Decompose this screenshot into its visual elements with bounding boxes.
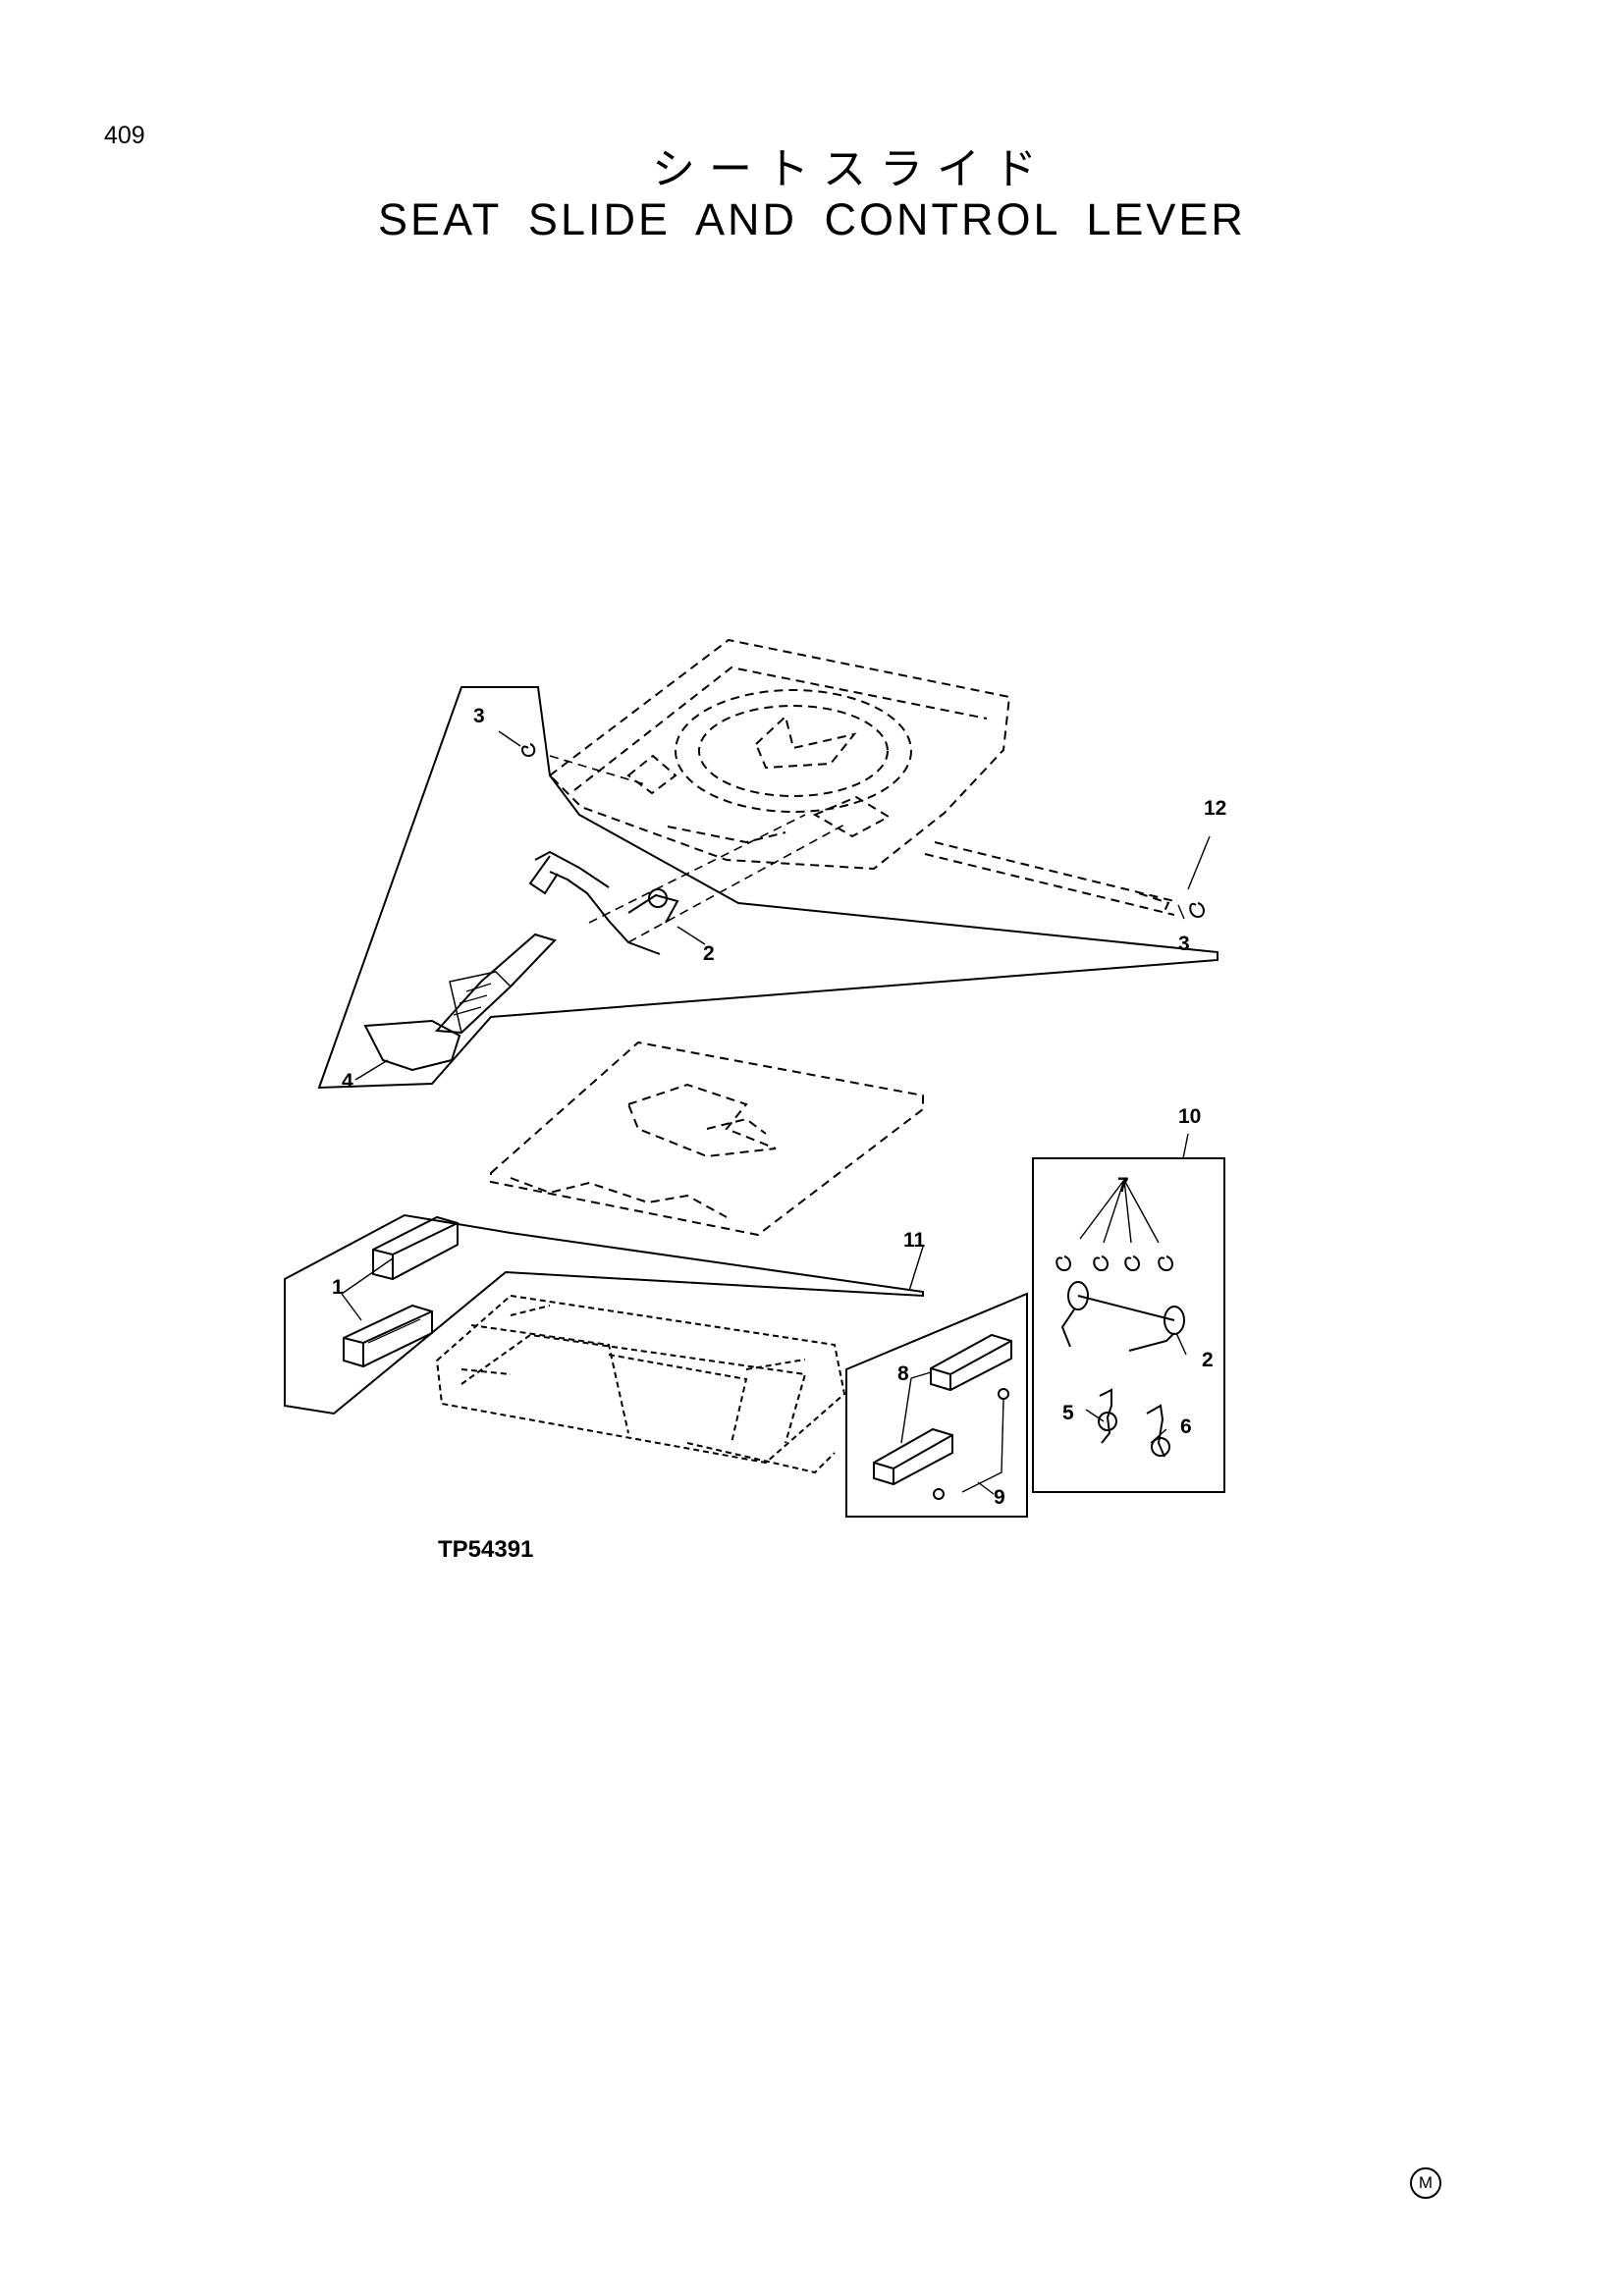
rail-pads — [343, 1215, 459, 1368]
page-title-japanese: シートスライド — [652, 144, 1051, 194]
callout-1: 1 — [332, 1276, 344, 1299]
callout-6: 6 — [1180, 1415, 1192, 1438]
control-lever-parts — [363, 850, 679, 1072]
spring-kit-box — [1032, 1157, 1225, 1493]
callout-10: 10 — [1178, 1105, 1201, 1128]
page-number: 409 — [104, 122, 145, 149]
spring-kit-parts — [1056, 1179, 1185, 1458]
callout-11: 11 — [903, 1229, 926, 1252]
page-title: SEAT SLIDE AND CONTROL LEVER — [378, 194, 1246, 244]
seat-lower-frame — [435, 1294, 846, 1474]
callout-leaders — [341, 730, 1211, 1495]
callout-7: 7 — [1117, 1174, 1129, 1197]
figure-code: TP54391 — [438, 1536, 534, 1563]
slider-group-outline — [845, 1292, 1028, 1518]
callout-8: 8 — [897, 1362, 909, 1385]
callout-4: 4 — [342, 1070, 353, 1093]
seat-slide-upper-frame — [548, 638, 1175, 916]
callout-3-left: 3 — [473, 705, 485, 727]
callout-12: 12 — [1204, 797, 1226, 820]
retaining-clip-right — [1189, 902, 1205, 919]
callout-2-spring: 2 — [1202, 1349, 1214, 1371]
retaining-clip-left — [521, 743, 536, 758]
sliders — [873, 1333, 1012, 1500]
callout-5: 5 — [1062, 1402, 1074, 1424]
rail-pad-group-outline — [284, 1213, 924, 1415]
maker-mark: M — [1410, 2167, 1441, 2199]
seat-base-plate — [490, 1041, 924, 1237]
callout-3-right: 3 — [1178, 933, 1190, 955]
callout-9: 9 — [994, 1486, 1005, 1509]
callout-2-lever: 2 — [703, 942, 715, 965]
control-lever-group-outline — [317, 686, 1218, 1090]
